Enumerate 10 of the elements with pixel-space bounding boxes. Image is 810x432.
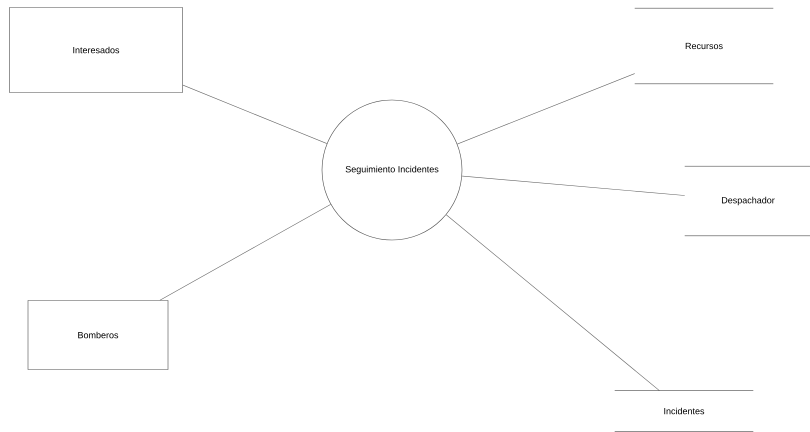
data-store: Recursos: [634, 8, 774, 84]
data-store: Incidentes: [614, 390, 754, 432]
entity-box: Bomberos: [28, 300, 168, 370]
connector-line: [462, 176, 685, 196]
data-store: Despachador: [684, 166, 810, 236]
connector-line: [182, 84, 328, 144]
connector-line: [160, 204, 331, 300]
connector-line: [446, 214, 660, 391]
connector-line: [457, 73, 635, 144]
entity-box: Interesados: [9, 7, 183, 93]
